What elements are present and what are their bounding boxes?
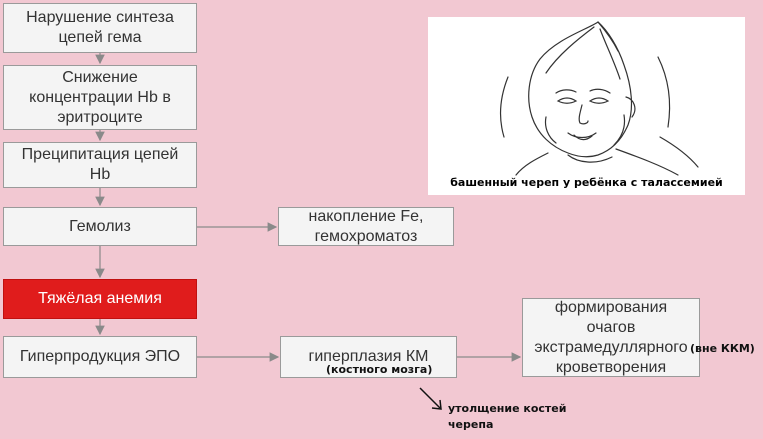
box-fe-accumulation: накопление Fe, гемохроматоз <box>278 207 454 246</box>
arrow-to-bones <box>419 387 441 409</box>
box-severe-anemia: Тяжёлая анемия <box>3 279 197 319</box>
note-bone-marrow: (костного мозга) <box>326 363 433 376</box>
photo-caption: башенный череп у ребёнка с талассемией <box>450 176 723 189</box>
box-heme-synthesis: Нарушение синтеза цепей гема <box>3 3 197 53</box>
thalassemia-photo-panel: башенный череп у ребёнка с талассемией <box>428 17 745 195</box>
box-bone-marrow-hyperplasia: гиперплазия КМ <box>280 336 457 378</box>
box-epo-overproduction: Гиперпродукция ЭПО <box>3 336 197 378</box>
note-outside-kkm: (вне ККМ) <box>690 342 755 355</box>
note-skull-thickening: утолщение костей черепа <box>448 402 567 431</box>
child-tower-skull-drawing <box>499 21 699 176</box>
box-precipitation: Преципитация цепей Hb <box>3 142 197 188</box>
box-hb-decrease: Снижение концентрации Hb в эритроците <box>3 65 197 130</box>
box-extramedullary-foci: формирования очагов экстрамедуллярного к… <box>522 298 700 377</box>
box-hemolysis: Гемолиз <box>3 207 197 246</box>
